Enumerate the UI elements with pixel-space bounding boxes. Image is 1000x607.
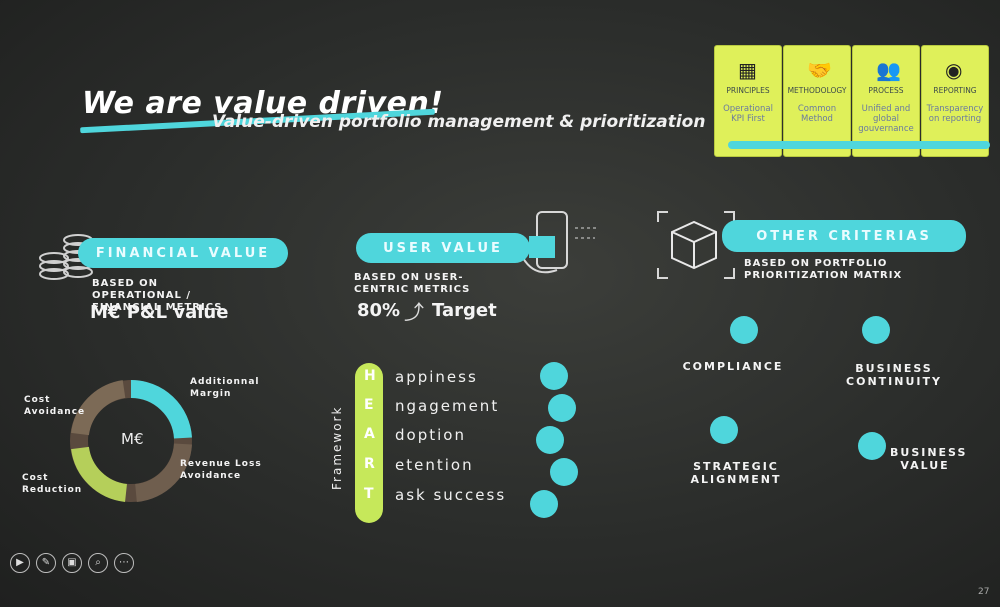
framework-label: Framework xyxy=(330,405,344,490)
stars-people-icon xyxy=(540,362,568,390)
donut-center-label: M€ xyxy=(121,430,144,448)
coins-small-icon xyxy=(858,432,886,460)
heart-word-task-success: ask success xyxy=(395,486,507,504)
financial-value-pill: FINANCIAL VALUE xyxy=(78,238,288,268)
pillar-methodology: 🤝 METHODOLOGY Common Method xyxy=(783,45,851,157)
user-target: Target xyxy=(432,300,497,321)
criteria-compliance: COMPLIANCE xyxy=(682,360,784,373)
donut-segment-cost-avoidance xyxy=(71,380,126,436)
zoom-icon[interactable]: ⌕ xyxy=(88,553,108,573)
heart-bar xyxy=(355,363,383,523)
play-icon[interactable]: ▶ xyxy=(10,553,30,573)
chat-bubbles-icon xyxy=(548,394,576,422)
heart-word-engagement: ngagement xyxy=(395,397,500,415)
other-criterias-pill: OTHER CRITERIAS xyxy=(722,220,966,252)
gears-icon xyxy=(862,316,890,344)
user-sub: BASED ON USER-CENTRIC METRICS xyxy=(354,272,471,295)
financial-value: M€ P&L value xyxy=(90,302,229,323)
heart-word-retention: etention xyxy=(395,456,474,474)
page-number: 27 xyxy=(978,587,990,597)
pillar-principles: ▦ PRINCIPLES Operational KPI First xyxy=(714,45,782,157)
scales-icon xyxy=(730,316,758,344)
heart-letter-r: R xyxy=(364,456,375,472)
financial-donut xyxy=(70,379,192,502)
heart-letter-t: T xyxy=(364,486,374,502)
other-sub: BASED ON PORTFOLIO PRIORITIZATION MATRIX xyxy=(744,258,903,281)
financial-sub: BASED ON OPERATIONAL / FINANCIAL METRICS xyxy=(92,278,223,313)
calculator-icon: ▦ xyxy=(738,58,757,82)
heart-word-happiness: appiness xyxy=(395,368,478,386)
pillar-process: 👥 PROCESS Unified and global gouvernance xyxy=(852,45,920,157)
pen-icon[interactable]: ✎ xyxy=(36,553,56,573)
curved-arrow-icon: ⤴ xyxy=(404,300,424,324)
donut-segment-additional-margin xyxy=(130,379,192,439)
user-value-pill: USER VALUE xyxy=(356,233,530,263)
more-icon[interactable]: ⋯ xyxy=(114,553,134,573)
slide-subtitle: Value-driven portfolio management & prio… xyxy=(212,112,706,132)
heart-letter-e: E xyxy=(364,397,374,413)
cube-icon xyxy=(657,211,735,279)
eye-icon: ◉ xyxy=(945,58,963,82)
label-cost-reduction: Cost Reduction xyxy=(22,473,83,495)
handshake-icon: 🤝 xyxy=(807,58,832,82)
donut-segment-cost-reduction xyxy=(71,446,128,502)
label-additional-margin: Additionnal Margin xyxy=(190,377,260,399)
check-person-icon xyxy=(530,490,558,518)
magnet-icon xyxy=(550,458,578,486)
slides-icon[interactable]: ▣ xyxy=(62,553,82,573)
heart-word-adoption: doption xyxy=(395,426,466,444)
criteria-business-continuity: BUSINESS CONTINUITY xyxy=(846,362,942,388)
target-icon xyxy=(710,416,738,444)
label-cost-avoidance: Cost Avoidance xyxy=(24,395,86,417)
user-percent: 80% xyxy=(357,300,401,321)
criteria-strategic-alignment: STRATEGIC ALIGNMENT xyxy=(690,460,782,486)
donut-segment-revenue-loss xyxy=(134,443,192,502)
phone-box-icon xyxy=(522,211,599,274)
hand-icon xyxy=(536,426,564,454)
pillar-reporting: ◉ REPORTING Transparency on reporting xyxy=(921,45,989,157)
pillars-arrow xyxy=(728,141,990,149)
heart-letter-a: A xyxy=(364,426,375,442)
criteria-business-value: BUSINESS VALUE xyxy=(890,446,968,472)
heart-letter-h: H xyxy=(364,368,376,384)
team-icon: 👥 xyxy=(876,58,901,82)
label-revenue-loss: Revenue Loss Avoidance xyxy=(180,459,262,481)
